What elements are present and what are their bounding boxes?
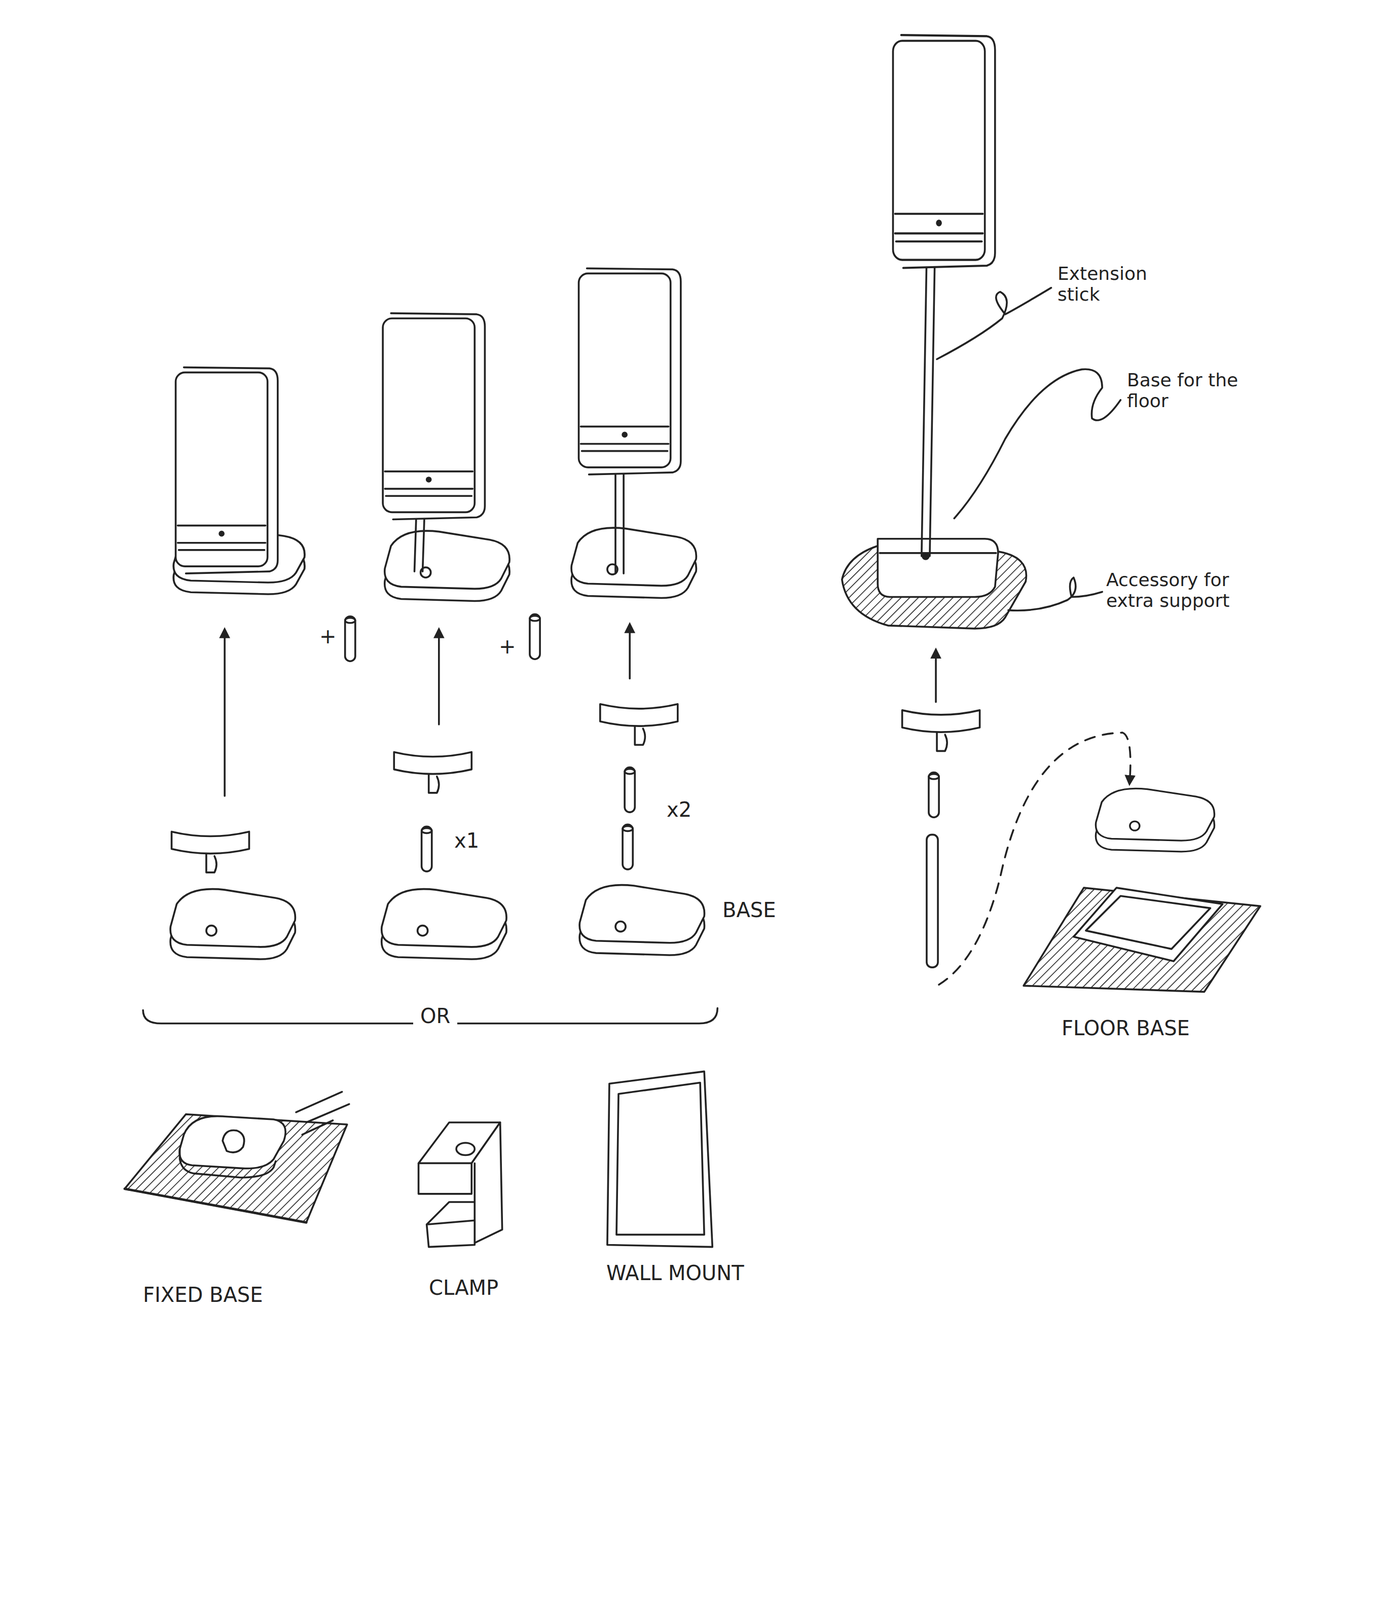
part-name: FLOOR BASE: [1061, 1016, 1190, 1040]
part-name: BASE: [722, 898, 776, 922]
part-name: WALL MOUNT: [606, 1261, 745, 1285]
callout-label: Base for the floor: [1126, 369, 1255, 412]
bracket-label: OR: [413, 1004, 458, 1028]
quantity-label: x1: [454, 828, 480, 853]
part-name: CLAMP: [428, 1276, 499, 1300]
quantity-label: x2: [666, 797, 692, 822]
callout-label: Extension stick: [1057, 263, 1170, 306]
plus-sign: +: [498, 634, 517, 659]
plus-sign: +: [319, 624, 337, 648]
part-name: FIXED BASE: [142, 1283, 263, 1307]
callout-label: Accessory for extra support: [1106, 569, 1260, 612]
